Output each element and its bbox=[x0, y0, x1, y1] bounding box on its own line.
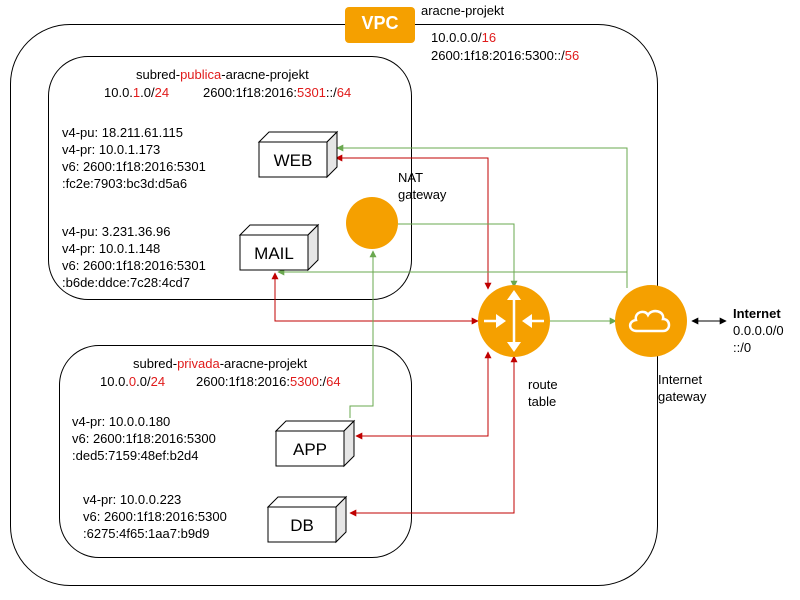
web-ipv4-private: v4-pr: 10.0.1.173 bbox=[62, 142, 161, 157]
private-v6-d: 64 bbox=[326, 374, 341, 389]
mail-ipv6-prefix: v6: 2600:1f18:2016:5301 bbox=[62, 258, 206, 273]
mail-server-label: MAIL bbox=[254, 244, 294, 263]
route-table-line2: table bbox=[528, 394, 557, 409]
public-v4-b: 1 bbox=[132, 85, 141, 100]
vpc-cidr-v4-prefix: 10.0.0.0/ bbox=[431, 30, 482, 45]
mail-ipv4-private: v4-pr: 10.0.1.148 bbox=[62, 241, 161, 256]
private-subnet-v6: 2600:1f18:2016:5300:/64 bbox=[196, 374, 341, 390]
db-server-label: DB bbox=[290, 516, 314, 535]
nat-label-line2: gateway bbox=[398, 187, 447, 202]
web-ipv4-public: v4-pu: 18.211.61.115 bbox=[62, 125, 183, 140]
route-db-to-router bbox=[349, 355, 518, 517]
private-subnet-title-c: -aracne-projekt bbox=[219, 356, 308, 371]
vpc-cidr-v6-mask: 56 bbox=[564, 48, 580, 63]
public-v4-d: 24 bbox=[154, 85, 170, 100]
web-ipv6-prefix: v6: 2600:1f18:2016:5301 bbox=[62, 159, 206, 174]
db-ipv6-prefix: v6: 2600:1f18:2016:5300 bbox=[83, 509, 227, 524]
private-v4-b: 0 bbox=[128, 374, 137, 389]
route-table-label: route table bbox=[528, 376, 558, 410]
web-info: v4-pu: 18.211.61.115 v4-pr: 10.0.1.173 v… bbox=[62, 124, 206, 192]
private-v6-a: 2600:1f18:2016: bbox=[196, 374, 290, 389]
router-icon bbox=[478, 285, 550, 357]
internet-label: Internet 0.0.0.0/0 ::/0 bbox=[733, 305, 784, 356]
public-subnet-v4: 10.0.1.0/24 bbox=[104, 85, 169, 101]
mail-ipv4-public: v4-pu: 3.231.36.96 bbox=[62, 224, 171, 239]
route-igw-to-web bbox=[336, 144, 628, 288]
db-ipv6-suffix: :6275:4f65:1aa7:b9d9 bbox=[83, 526, 210, 541]
public-v6-c: ::/ bbox=[325, 85, 337, 100]
db-ipv4-private: v4-pr: 10.0.0.223 bbox=[83, 492, 182, 507]
public-v4-c: .0/ bbox=[140, 85, 155, 100]
route-table-line1: route bbox=[528, 377, 558, 392]
app-ipv4-private: v4-pr: 10.0.0.180 bbox=[72, 414, 171, 429]
public-subnet-title-a: subred- bbox=[136, 67, 181, 82]
nat-gateway-icon bbox=[346, 197, 398, 249]
route-mail-to-router bbox=[271, 272, 479, 325]
db-server-box bbox=[266, 495, 348, 544]
mail-info: v4-pu: 3.231.36.96 v4-pr: 10.0.1.148 v6:… bbox=[62, 223, 206, 291]
internet-ipv4-route: 0.0.0.0/0 bbox=[733, 323, 784, 338]
private-v6-c: :/ bbox=[318, 374, 327, 389]
internet-gateway-label: Internet gateway bbox=[658, 371, 706, 405]
public-v4-a: 10.0. bbox=[104, 85, 133, 100]
internet-gateway-icon bbox=[615, 285, 687, 357]
public-v6-b: 5301 bbox=[296, 85, 326, 100]
web-ipv6-suffix: :fc2e:7903:bc3d:d5a6 bbox=[62, 176, 188, 191]
vpc-name: aracne-projekt bbox=[421, 3, 505, 18]
app-ipv6-prefix: v6: 2600:1f18:2016:5300 bbox=[72, 431, 216, 446]
igw-label-line1: Internet bbox=[658, 372, 703, 387]
internet-title: Internet bbox=[733, 306, 781, 321]
web-server-label: WEB bbox=[273, 151, 313, 170]
public-subnet-v6: 2600:1f18:2016:5301::/64 bbox=[203, 85, 351, 101]
app-server-box bbox=[274, 419, 356, 468]
app-info: v4-pr: 10.0.0.180 v6: 2600:1f18:2016:530… bbox=[72, 413, 216, 464]
private-subnet-title-a: subred- bbox=[133, 356, 178, 371]
public-subnet-title-b: publica bbox=[180, 67, 222, 82]
public-subnet-title: subred-publica-aracne-projekt bbox=[136, 67, 309, 83]
vpc-cidr-v6: 2600:1f18:2016:5300::/56 bbox=[431, 48, 579, 64]
private-v4-d: 24 bbox=[150, 374, 166, 389]
nat-label-line1: NAT bbox=[398, 170, 424, 185]
db-info: v4-pr: 10.0.0.223 v6: 2600:1f18:2016:530… bbox=[83, 491, 227, 542]
vpc-cidr-v4: 10.0.0.0/16 bbox=[431, 30, 496, 46]
vpc-badge bbox=[345, 7, 415, 43]
vpc-badge-label: VPC bbox=[361, 13, 399, 33]
web-server-box bbox=[257, 130, 339, 179]
app-server-label: APP bbox=[292, 440, 328, 459]
public-subnet-title-c: -aracne-projekt bbox=[221, 67, 309, 82]
nat-gateway-label: NAT gateway bbox=[398, 169, 446, 203]
public-v6-d: 64 bbox=[336, 85, 352, 100]
app-ipv6-suffix: :ded5:7159:48ef:b2d4 bbox=[72, 448, 199, 463]
route-app-to-router bbox=[355, 351, 492, 440]
public-v6-a: 2600:1f18:2016: bbox=[203, 85, 297, 100]
mail-server-box bbox=[238, 223, 320, 272]
route-web-to-router bbox=[335, 154, 492, 290]
private-subnet-title-b: privada bbox=[177, 356, 220, 371]
mail-ipv6-suffix: :b6de:ddce:7c28:4cd7 bbox=[62, 275, 190, 290]
igw-label-line2: gateway bbox=[658, 389, 707, 404]
private-subnet-v4: 10.0.0.0/24 bbox=[100, 374, 165, 390]
vpc-cidr-v4-mask: 16 bbox=[481, 30, 497, 45]
private-subnet-title: subred-privada-aracne-projekt bbox=[133, 356, 307, 372]
private-v6-b: 5300 bbox=[289, 374, 319, 389]
private-v4-a: 10.0. bbox=[100, 374, 129, 389]
vpc-cidr-v6-prefix: 2600:1f18:2016:5300::/ bbox=[431, 48, 565, 63]
private-v4-c: .0/ bbox=[136, 374, 151, 389]
route-app-to-nat bbox=[349, 250, 377, 418]
internet-ipv6-route: ::/0 bbox=[733, 340, 752, 355]
route-nat-to-router bbox=[398, 223, 518, 288]
